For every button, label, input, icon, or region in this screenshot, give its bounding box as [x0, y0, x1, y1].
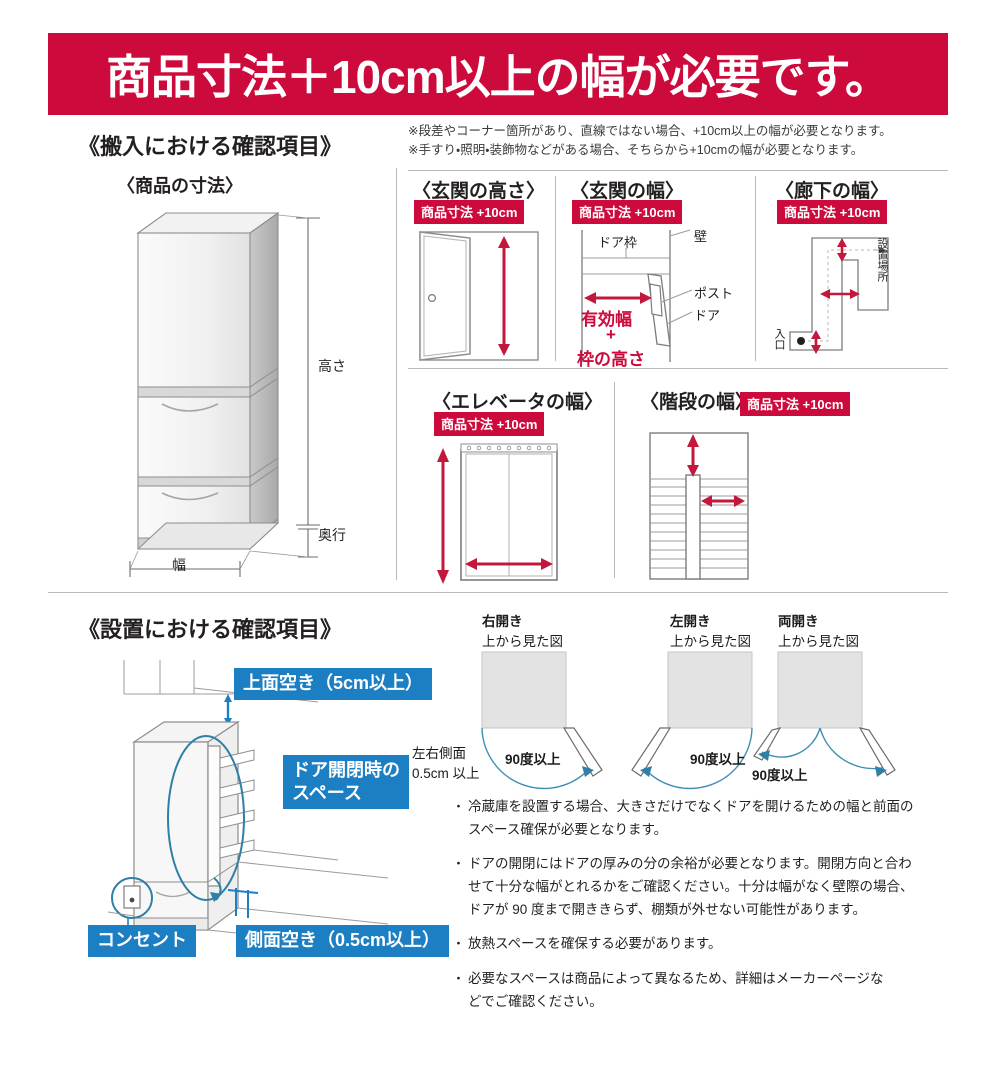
- badge-door-space-line1: ドア開閉時の: [292, 760, 400, 780]
- badge-blue-label: ドア開閉時の スペース: [283, 755, 409, 809]
- label-frame-height: 枠の高さ: [577, 350, 645, 369]
- bullet-text: 冷蔵庫を設置する場合、大きさだけでなくドアを開けるための幅と前面の スペース確保…: [468, 799, 914, 837]
- door-diagram-1-title: 右開き: [482, 614, 523, 629]
- side-clearance-line2: 0.5cm 以上: [412, 766, 480, 781]
- divider-panel-2-3: [755, 176, 756, 361]
- product-dimensions-heading: 〈商品の寸法〉: [117, 176, 243, 196]
- delivery-notes: ※段差やコーナー箇所があり、直線ではない場合、+10cm以上の幅が必要となります…: [408, 122, 892, 161]
- install-bullet-list: ・ 冷蔵庫を設置する場合、大きさだけでなくドアを開けるための幅と前面の スペース…: [452, 796, 962, 1013]
- badge-blue-label: コンセント: [88, 925, 196, 957]
- badge-corridor-width: 商品寸法 +10cm: [777, 200, 888, 224]
- refrigerator-diagram: [100, 205, 360, 585]
- label-door: ドア: [694, 308, 721, 323]
- install-bullet-item: ・ ドアの開閉にはドアの厚みの分の余裕が必要となります。開閉方向と合わ せて十分…: [452, 853, 962, 921]
- entrance-height-diagram: [412, 222, 552, 372]
- badge-door-space-line2: スペース: [292, 782, 362, 803]
- entrance-width-diagram: [560, 224, 750, 369]
- label-entrance: 入口: [773, 328, 785, 350]
- bullet-marker: ・: [452, 936, 466, 952]
- install-bullet-item: ・ 放熱スペースを確保する必要があります。: [452, 933, 962, 956]
- label-install-location: 設置場所: [876, 238, 888, 282]
- bullet-marker: ・: [452, 799, 466, 814]
- badge-elevator-width: 商品寸法 +10cm: [434, 412, 545, 436]
- bullet-text: ドアの開閉にはドアの厚みの分の余裕が必要となります。開閉方向と合わ せて十分な幅…: [468, 856, 914, 917]
- door-diagram-3-angle: 90度以上: [752, 768, 808, 783]
- door-swing-diagram-left: [620, 648, 785, 793]
- header-banner: 商品寸法＋10cm以上の幅が必要です。: [48, 33, 948, 115]
- badge-entrance-height: 商品寸法 +10cm: [414, 200, 525, 224]
- badge-outlet: コンセント: [88, 925, 196, 957]
- delivery-note-1: ※段差やコーナー箇所があり、直線ではない場合、+10cm以上の幅が必要となります…: [408, 124, 892, 138]
- badge-top-clearance: 上面空き（5cm以上）: [234, 668, 433, 700]
- door-diagram-2-subtitle: 上から見た図: [670, 634, 751, 649]
- door-diagram-1-subtitle: 上から見た図: [482, 634, 563, 649]
- divider-sections: [48, 592, 948, 593]
- divider-panel-4-5: [614, 382, 615, 578]
- label-width: 幅: [172, 557, 186, 573]
- badge-entrance-width: 商品寸法 +10cm: [572, 200, 683, 224]
- door-diagram-1-angle: 90度以上: [505, 752, 561, 767]
- door-diagram-3-title: 両開き: [778, 614, 819, 629]
- divider-top-notes: [408, 170, 948, 171]
- delivery-section-heading: 《搬入における確認項目》: [78, 134, 343, 159]
- label-post: ポスト: [694, 286, 734, 301]
- door-diagram-2-angle: 90度以上: [690, 752, 746, 767]
- bullet-marker: ・: [452, 856, 466, 872]
- bullet-text: 放熱スペースを確保する必要があります。: [468, 936, 722, 952]
- divider-panel-1-2: [555, 176, 556, 361]
- label-depth: 奥行: [318, 527, 346, 543]
- install-section-heading: 《設置における確認項目》: [78, 617, 343, 642]
- panel-title-corridor-width: 〈廊下の幅〉: [775, 181, 890, 202]
- door-diagram-3-subtitle: 上から見た図: [778, 634, 859, 649]
- badge-red-label: 商品寸法 +10cm: [414, 200, 525, 224]
- bullet-marker: ・: [452, 971, 466, 987]
- elevator-width-diagram: [425, 438, 605, 588]
- delivery-note-2: ※手すり・照明・装飾物などがある場合、そちらから+10cmの幅が必要となります。: [408, 143, 864, 158]
- label-plus: +: [606, 325, 616, 344]
- panel-title-elevator-width: 〈エレベータの幅〉: [432, 392, 604, 413]
- label-height: 高さ: [318, 358, 346, 374]
- divider-panel-rows: [408, 368, 948, 369]
- door-diagram-2-title: 左開き: [670, 614, 711, 629]
- install-bullet-item: ・ 必要なスペースは商品によって異なるため、詳細はメーカーページな どでご確認く…: [452, 968, 962, 1013]
- panel-title-stairs-width: 〈階段の幅〉: [640, 392, 755, 413]
- panel-title-entrance-width: 〈玄関の幅〉: [570, 181, 685, 202]
- badge-red-label: 商品寸法 +10cm: [434, 412, 545, 436]
- door-swing-diagram-right: [452, 648, 612, 793]
- bullet-text: 必要なスペースは商品によって異なるため、詳細はメーカーページな どでご確認くださ…: [468, 971, 884, 1009]
- badge-red-label: 商品寸法 +10cm: [740, 392, 851, 416]
- side-clearance-line1: 左右側面: [412, 746, 466, 761]
- header-banner-text: 商品寸法＋10cm以上の幅が必要です。: [105, 51, 891, 103]
- corridor-width-diagram: [770, 228, 930, 363]
- badge-side-clearance: 側面空き（0.5cm以上）: [236, 925, 450, 957]
- badge-red-label: 商品寸法 +10cm: [572, 200, 683, 224]
- door-swing-diagram-both: [730, 648, 930, 793]
- badge-red-label: 商品寸法 +10cm: [777, 200, 888, 224]
- label-effective-width: 有効幅: [581, 310, 632, 329]
- badge-door-space: ドア開閉時の スペース: [283, 755, 409, 809]
- install-diagram: [88, 650, 428, 970]
- divider-vertical-main: [396, 168, 397, 580]
- panel-title-entrance-height: 〈玄関の高さ〉: [412, 181, 546, 202]
- label-door-frame: ドア枠: [598, 235, 638, 250]
- badge-stairs-width: 商品寸法 +10cm: [740, 392, 851, 416]
- badge-blue-label: 上面空き（5cm以上）: [234, 668, 433, 700]
- label-wall: 壁: [694, 229, 708, 244]
- install-bullet-item: ・ 冷蔵庫を設置する場合、大きさだけでなくドアを開けるための幅と前面の スペース…: [452, 796, 962, 841]
- badge-blue-label: 側面空き（0.5cm以上）: [236, 925, 450, 957]
- stairs-width-diagram: [640, 425, 820, 585]
